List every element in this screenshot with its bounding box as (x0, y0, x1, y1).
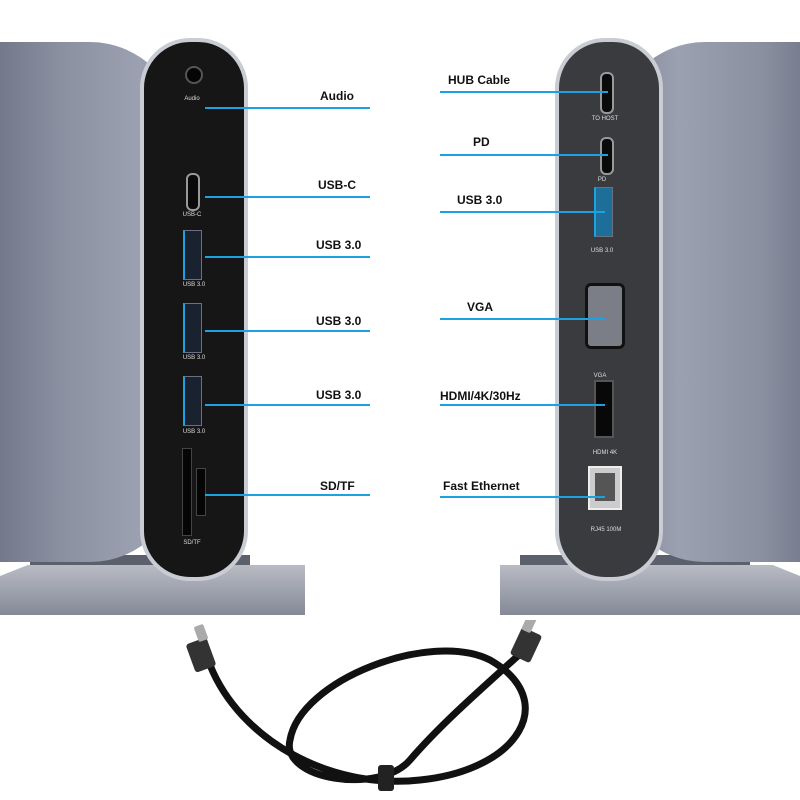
usb-c-host-port (600, 72, 614, 114)
cable-strap (378, 765, 394, 791)
port-text-rj45: RJ45 100M (590, 527, 622, 533)
callout-label-usb: USB 3.0 (316, 388, 362, 402)
callout-label-audio: Audio (320, 89, 354, 103)
port-text-usb: USB 3.0 (590, 248, 614, 254)
callout-line (205, 196, 370, 198)
sd-slot (182, 448, 192, 536)
port-text-to-host: TO HOST (591, 116, 619, 122)
callout-label-ethernet: Fast Ethernet (443, 479, 520, 493)
usb-a-port (183, 303, 202, 353)
ethernet-port (588, 466, 622, 510)
usb-c-port (186, 173, 200, 211)
usb-c-connector (186, 637, 216, 673)
usb-a-port (183, 376, 202, 426)
usb-c-pd-port (600, 137, 614, 175)
callout-line (205, 330, 370, 332)
port-text-hdmi: HDMI 4K (592, 450, 618, 456)
usb-c-cable (186, 620, 542, 791)
left-port-panel (140, 38, 248, 581)
callout-line (205, 494, 370, 496)
callout-label-usb-c: USB-C (318, 178, 356, 192)
callout-line (440, 211, 605, 213)
callout-line (440, 404, 605, 406)
left-stand-base (0, 565, 305, 615)
port-text-sd-tf: SD/TF (183, 540, 201, 546)
usb-a-port (183, 230, 202, 280)
callout-line (205, 256, 370, 258)
callout-label-usb: USB 3.0 (316, 314, 362, 328)
callout-line (440, 91, 608, 93)
callout-label-sd-tf: SD/TF (320, 479, 355, 493)
callout-label-usb: USB 3.0 (316, 238, 362, 252)
hdmi-port (594, 380, 614, 438)
callout-label-usb: USB 3.0 (457, 193, 503, 207)
port-text-usb: USB 3.0 (182, 355, 206, 361)
callout-label-vga: VGA (467, 300, 494, 314)
callout-label-pd: PD (473, 135, 490, 149)
callout-line (205, 404, 370, 406)
right-stand-base (500, 565, 800, 615)
callout-line (440, 318, 605, 320)
usb-c-connector (510, 627, 542, 663)
port-text-pd: PD (597, 177, 607, 183)
tf-slot (196, 468, 206, 516)
port-text-audio: Audio (184, 96, 200, 102)
callout-label-hub-cable: HUB Cable (448, 73, 511, 87)
vga-port (585, 283, 625, 349)
port-text-usb: USB 3.0 (182, 282, 206, 288)
callout-line (440, 496, 605, 498)
callout-line (205, 107, 370, 109)
callout-label-hdmi: HDMI/4K/30Hz (440, 389, 521, 403)
port-text-usb-c: USB-C (182, 212, 202, 218)
port-text-vga: VGA (593, 373, 607, 379)
audio-jack (185, 66, 203, 84)
callout-line (440, 154, 608, 156)
port-text-usb: USB 3.0 (182, 429, 206, 435)
